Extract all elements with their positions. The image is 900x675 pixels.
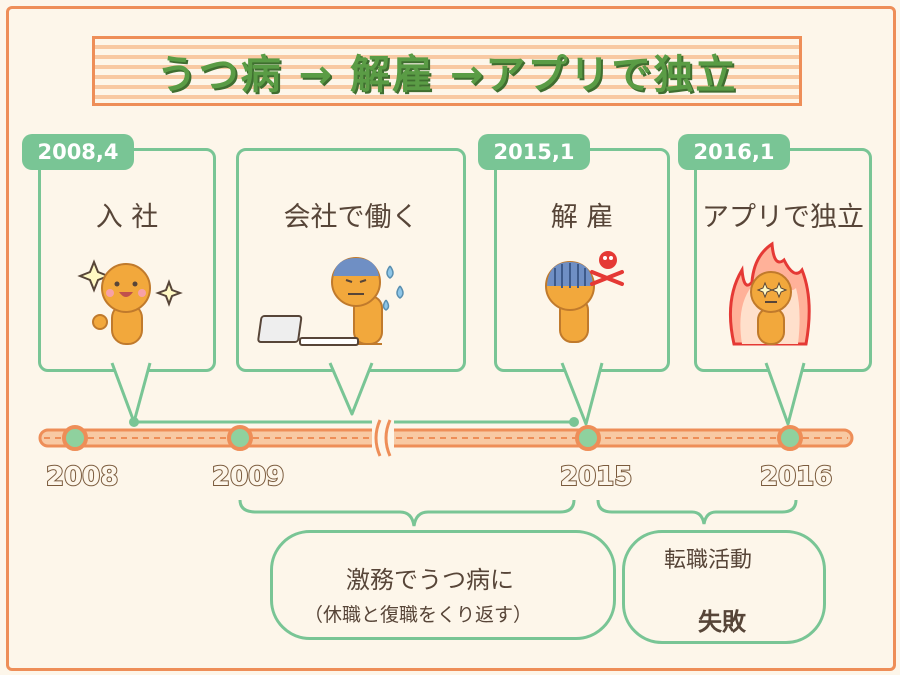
fiery-character-illustration bbox=[728, 241, 811, 346]
date-tab-independent: 2016,1 bbox=[678, 134, 790, 170]
pointer-join bbox=[110, 362, 152, 424]
event-label-work: 会社で働く bbox=[283, 202, 419, 233]
timeline-node-2016 bbox=[777, 425, 803, 451]
gloomy-character-illustration bbox=[545, 251, 624, 343]
title-banner: うつ病 → 解雇 →アプリで独立 bbox=[92, 36, 802, 106]
event-label-fired: 解 雇 bbox=[550, 202, 614, 233]
event-label-independent: アプリで独立 bbox=[702, 202, 864, 233]
note-pill-job-hunt bbox=[622, 530, 826, 644]
pointer-independent bbox=[764, 362, 806, 426]
date-tab-join: 2008,4 bbox=[22, 134, 134, 170]
year-label-2015: 2015 bbox=[559, 461, 633, 493]
timeline-node-2008 bbox=[62, 425, 88, 451]
timeline-node-2015 bbox=[575, 425, 601, 451]
employment-start-dot bbox=[129, 417, 139, 427]
note-pill-depression bbox=[270, 530, 616, 640]
pointer-fired bbox=[560, 362, 604, 426]
note-depression-sub: （休職と復職をくり返す） bbox=[304, 604, 533, 626]
timeline-break-mark bbox=[374, 419, 392, 457]
date-tab-fired: 2015,1 bbox=[478, 134, 590, 170]
brace-depression-period bbox=[238, 499, 576, 527]
pointer-work bbox=[328, 362, 374, 416]
note-job-hunt: 転職活動 bbox=[664, 548, 753, 573]
year-label-2008: 2008 bbox=[45, 461, 119, 493]
happy-character-illustration bbox=[77, 259, 183, 345]
timeline-node-2009 bbox=[227, 425, 253, 451]
event-label-join: 入 社 bbox=[95, 202, 159, 233]
brace-job-hunt-period bbox=[596, 499, 798, 525]
year-label-2016: 2016 bbox=[759, 461, 833, 493]
note-failure: 失敗 bbox=[698, 608, 746, 636]
employment-end-dot bbox=[569, 417, 579, 427]
year-label-2009: 2009 bbox=[211, 461, 285, 493]
page-title: うつ病 → 解雇 →アプリで独立 bbox=[156, 52, 738, 98]
working-character-illustration bbox=[257, 257, 404, 346]
note-depression-main: 激務でうつ病に bbox=[346, 566, 514, 594]
